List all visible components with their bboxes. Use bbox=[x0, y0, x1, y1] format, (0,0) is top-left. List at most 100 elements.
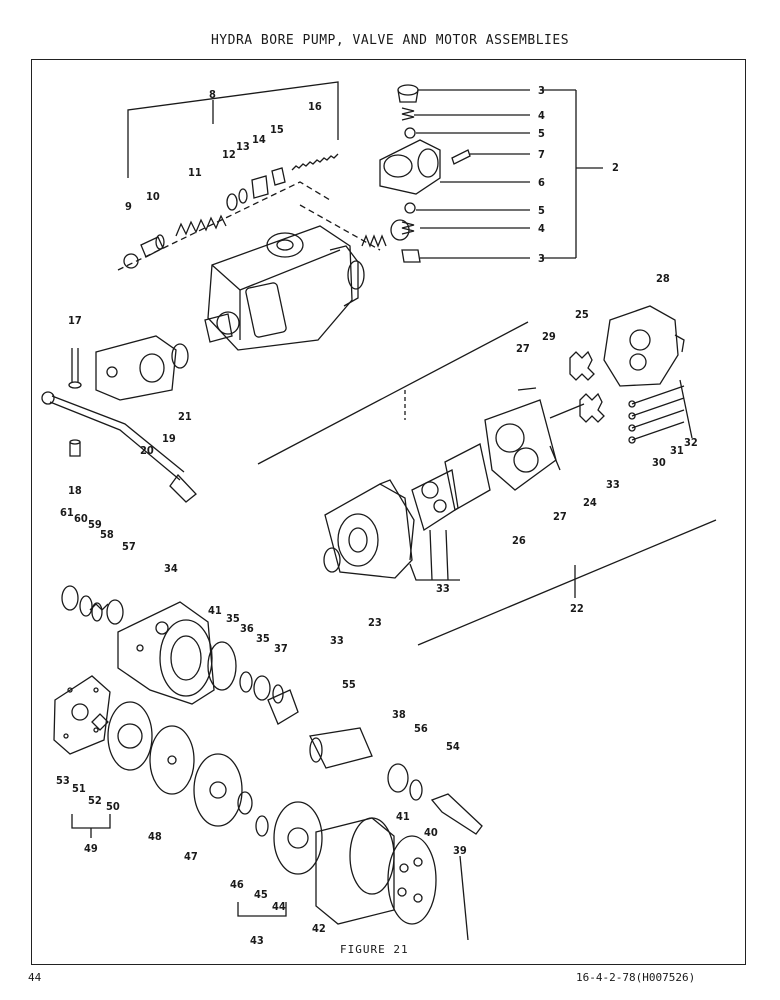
callout-26: 26 bbox=[512, 534, 526, 547]
shaft-part-55 bbox=[309, 727, 373, 769]
callout-23: 23 bbox=[368, 616, 382, 629]
ball-part-9 bbox=[123, 253, 139, 269]
shaft-part-54 bbox=[430, 793, 483, 835]
callout-47: 47 bbox=[184, 850, 198, 863]
callout-14: 14 bbox=[252, 133, 266, 146]
callout-11: 11 bbox=[188, 166, 202, 179]
callout-55: 55 bbox=[342, 678, 356, 691]
bearing-part-46 bbox=[237, 791, 253, 815]
figure-frame bbox=[31, 59, 746, 965]
callout-58: 58 bbox=[100, 528, 114, 541]
callout-61: 61 bbox=[60, 506, 74, 519]
seal-part-33 bbox=[323, 547, 341, 573]
callout-7: 7 bbox=[538, 148, 545, 161]
bolt-part-39 bbox=[459, 855, 469, 941]
pump-assembly-group bbox=[257, 305, 717, 646]
callout-5a: 5 bbox=[538, 127, 545, 140]
callout-15: 15 bbox=[270, 123, 284, 136]
valve-assembly-group bbox=[117, 81, 387, 351]
callout-18: 18 bbox=[68, 484, 82, 497]
plate-part-44 bbox=[273, 801, 323, 875]
callout-17: 17 bbox=[68, 314, 82, 327]
gear-part-25 bbox=[569, 350, 595, 381]
callout-41b: 41 bbox=[396, 810, 410, 823]
lever-assembly-group bbox=[41, 335, 197, 503]
valve-body bbox=[204, 225, 365, 351]
housing-part-42 bbox=[315, 817, 395, 925]
callout-33c: 33 bbox=[330, 634, 344, 647]
callout-46: 46 bbox=[230, 878, 244, 891]
callout-16: 16 bbox=[308, 100, 322, 113]
housing-part-34 bbox=[117, 601, 215, 705]
screw-part-16 bbox=[291, 153, 339, 171]
callout-54: 54 bbox=[446, 740, 460, 753]
callout-48: 48 bbox=[148, 830, 162, 843]
figure-caption: FIGURE 21 bbox=[340, 943, 409, 956]
callout-4a: 4 bbox=[538, 109, 545, 122]
washer-part-12 bbox=[226, 193, 238, 211]
callout-53: 53 bbox=[56, 774, 70, 787]
callout-43: 43 bbox=[250, 934, 264, 947]
callout-22: 22 bbox=[570, 602, 584, 615]
callout-44: 44 bbox=[272, 900, 286, 913]
callout-13: 13 bbox=[236, 140, 250, 153]
ring-part-56 bbox=[409, 779, 423, 801]
pin-part-17 bbox=[71, 348, 79, 382]
callout-37: 37 bbox=[274, 642, 288, 655]
callout-27b: 27 bbox=[553, 510, 567, 523]
callout-56: 56 bbox=[414, 722, 428, 735]
sleeve-part-14 bbox=[251, 175, 269, 199]
callout-20: 20 bbox=[140, 444, 154, 457]
callout-29: 29 bbox=[542, 330, 556, 343]
callout-36: 36 bbox=[240, 622, 254, 635]
spring-part-11 bbox=[175, 214, 227, 237]
callout-32: 32 bbox=[684, 436, 698, 449]
page-title: HYDRA BORE PUMP, VALVE AND MOTOR ASSEMBL… bbox=[210, 33, 570, 48]
callout-2: 2 bbox=[612, 161, 619, 174]
bushing-part-38 bbox=[387, 763, 409, 793]
poppet-part-10 bbox=[140, 236, 164, 258]
relief-body-part-6 bbox=[379, 139, 441, 195]
callout-59: 59 bbox=[88, 518, 102, 531]
callout-30: 30 bbox=[652, 456, 666, 469]
nut-part-15 bbox=[271, 167, 286, 186]
bracket-part-20 bbox=[95, 335, 177, 401]
callout-35a: 35 bbox=[226, 612, 240, 625]
callout-40: 40 bbox=[424, 826, 438, 839]
plate-part-53 bbox=[53, 675, 111, 755]
callout-labels: 2 3 3 4 4 5 5 6 7 8 9 10 11 12 13 14 15 … bbox=[56, 84, 698, 947]
bolt-part-32 bbox=[679, 379, 693, 439]
o-ring-part-21 bbox=[171, 343, 189, 369]
callout-34: 34 bbox=[164, 562, 178, 575]
callout-21: 21 bbox=[178, 410, 192, 423]
callout-42: 42 bbox=[312, 922, 326, 935]
cover-part-28 bbox=[603, 305, 679, 387]
washer-part-13 bbox=[238, 188, 248, 204]
callout-41a: 41 bbox=[208, 604, 222, 617]
ring-part-50 bbox=[107, 701, 153, 771]
screw-part-7 bbox=[451, 149, 471, 165]
callout-5b: 5 bbox=[538, 204, 545, 217]
callout-33a: 33 bbox=[606, 478, 620, 491]
callout-38: 38 bbox=[392, 708, 406, 721]
callout-12: 12 bbox=[222, 148, 236, 161]
callout-45: 45 bbox=[254, 888, 268, 901]
pump-body-part-23 bbox=[324, 483, 413, 579]
spring-part-4 bbox=[401, 107, 415, 121]
callout-6: 6 bbox=[538, 176, 545, 189]
callout-60: 60 bbox=[74, 512, 88, 525]
seal-part-57 bbox=[106, 599, 124, 625]
gear-housing-part-26 bbox=[484, 399, 557, 491]
callout-3a: 3 bbox=[538, 84, 545, 97]
callout-25: 25 bbox=[575, 308, 589, 321]
plug-part-3 bbox=[397, 84, 419, 96]
lever-part-19 bbox=[49, 395, 185, 481]
callout-39: 39 bbox=[453, 844, 467, 857]
rotor-part-51 bbox=[91, 713, 109, 731]
pin-part-18 bbox=[69, 442, 81, 457]
callout-19: 19 bbox=[162, 432, 176, 445]
washer-part-35 bbox=[239, 671, 253, 693]
callout-27a: 27 bbox=[516, 342, 530, 355]
bolt-part-30 bbox=[631, 385, 685, 405]
